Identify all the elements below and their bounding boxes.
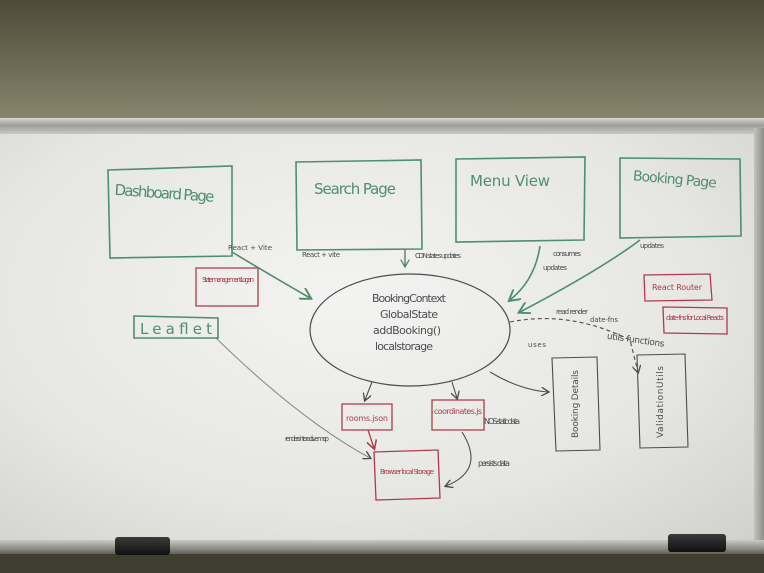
booking-details-label: Booking Details bbox=[571, 370, 581, 438]
arrow-rooms-browser bbox=[368, 429, 374, 448]
utils-functions-label: utils functions bbox=[606, 332, 665, 350]
rooms-json-box: rooms.json bbox=[341, 403, 393, 431]
marker-tray bbox=[0, 540, 764, 554]
arrow-persist-browser bbox=[446, 431, 472, 486]
date-fns-box: date-fns for Local Reacts bbox=[662, 306, 728, 335]
browser-storage-box: Browser local Storage bbox=[373, 449, 441, 501]
arrow-context-coordinates bbox=[452, 381, 457, 398]
context-line-4: localstorage bbox=[375, 340, 433, 353]
date-fns-label: date-fns for Local Reacts bbox=[666, 314, 724, 322]
edge-static-data: NOS static data bbox=[484, 417, 520, 426]
arrow-leaflet-browser bbox=[215, 337, 370, 458]
leaflet-box: Leaflet bbox=[133, 315, 219, 339]
react-router-label: React Router bbox=[652, 283, 703, 292]
arrow-context-rooms bbox=[365, 381, 373, 400]
floor-shadow bbox=[0, 554, 764, 573]
dashboard-page-box: Dashboard Page bbox=[107, 165, 233, 259]
eraser-left bbox=[115, 537, 170, 555]
edge-uses: uses bbox=[528, 341, 546, 349]
leaflet-label: Leaflet bbox=[140, 320, 212, 338]
edge-date-fns: date-fns bbox=[590, 316, 618, 324]
context-line-1: BookingContext bbox=[372, 292, 447, 305]
edge-cdn-updates: CDN states updates bbox=[415, 252, 461, 260]
menu-view-label: Menu View bbox=[470, 172, 550, 190]
search-page-label: Search Page bbox=[314, 180, 396, 198]
edge-read-render: read render bbox=[556, 308, 588, 316]
arrow-dashboard-context bbox=[231, 251, 310, 298]
edge-react-vite-2: React + vite bbox=[302, 251, 340, 259]
context-line-3: addBooking() bbox=[373, 324, 441, 337]
state-management-label: State management Logan bbox=[202, 276, 254, 284]
booking-page-label: Booking Page bbox=[632, 168, 717, 191]
coordinates-box: coordinates.js bbox=[431, 399, 485, 431]
whiteboard bbox=[0, 131, 764, 543]
arrow-context-booking-details bbox=[489, 371, 548, 392]
context-line-2: GlobalState bbox=[380, 308, 438, 321]
eraser-right bbox=[668, 534, 726, 552]
booking-details-box: Booking Details bbox=[551, 356, 601, 452]
browser-storage-label: Browser local Storage bbox=[380, 468, 434, 476]
dashboard-page-label-1: Dashboard Page bbox=[114, 181, 215, 206]
edge-consumes: consumes bbox=[553, 250, 581, 258]
state-management-note: State management Logan bbox=[195, 267, 259, 307]
validation-utils-box: ValidationUtils bbox=[636, 353, 689, 449]
whiteboard-top-frame bbox=[0, 118, 764, 134]
edge-updates-booking: updates bbox=[640, 242, 664, 250]
edge-persist-data: persists data bbox=[478, 459, 510, 468]
edge-updates-menu: updates bbox=[543, 264, 567, 272]
booking-page-box: Booking Page bbox=[619, 157, 742, 239]
arrow-validation-dashed bbox=[509, 318, 638, 372]
edge-react-vite-1: React + Vite bbox=[228, 244, 272, 252]
coordinates-label: coordinates.js bbox=[434, 407, 482, 416]
search-page-box: Search Page bbox=[295, 159, 423, 251]
edge-renders-map: renders interactive map bbox=[285, 435, 330, 443]
arrow-context-booking bbox=[520, 239, 641, 312]
arrow-menu-context bbox=[510, 245, 541, 300]
menu-view-box: Menu View bbox=[455, 156, 586, 243]
validation-utils-label: ValidationUtils bbox=[656, 366, 666, 438]
whiteboard-right-frame bbox=[754, 128, 764, 548]
wall bbox=[0, 0, 764, 125]
booking-context-ellipse: BookingContext GlobalState addBooking() … bbox=[309, 273, 511, 387]
react-router-box: React Router bbox=[643, 273, 713, 302]
rooms-json-label: rooms.json bbox=[346, 414, 388, 423]
